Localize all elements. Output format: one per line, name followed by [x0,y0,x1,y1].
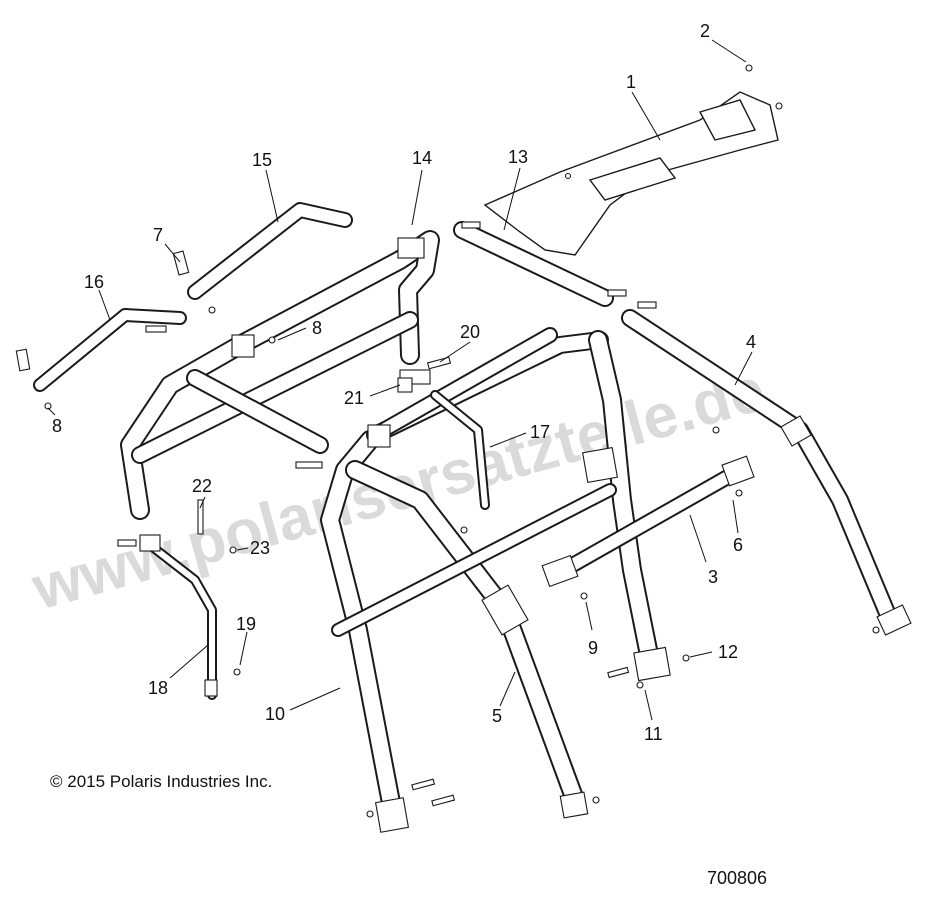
callout-23: 23 [250,538,270,558]
callout-2: 2 [700,21,710,41]
part-tubes [33,202,899,818]
callout-18: 18 [148,678,168,698]
callout-labels: 1 2 3 4 5 6 7 8 8 9 10 11 12 13 14 15 16… [52,21,756,744]
diagram-number: 700806 [707,868,768,888]
mounting-brackets [139,237,912,833]
callout-6: 6 [733,535,743,555]
callout-13: 13 [508,147,528,167]
callout-11: 11 [644,724,663,744]
callout-1: 1 [626,72,636,92]
center-hoop-upper-bar [372,327,558,440]
callout-19: 19 [236,614,256,634]
center-hoop-right-post [588,330,660,670]
part-3-cross-brace [547,462,748,583]
hardware-fasteners [15,64,880,818]
callout-20: 20 [460,322,480,342]
part-16-bar [33,308,187,392]
part-4-side-tube [621,309,899,629]
callout-4: 4 [746,332,756,352]
leader-lines [47,39,753,721]
callout-8-right: 8 [312,318,322,338]
part-14-rear-hoop [120,230,440,520]
callout-8-left: 8 [52,416,62,436]
callout-9: 9 [588,638,598,658]
part-13-upper-tube [453,221,614,307]
callout-10: 10 [265,704,285,724]
part-5-front-diagonal-tube [345,460,585,810]
callout-14: 14 [412,148,432,168]
callout-3: 3 [708,567,718,587]
callout-21: 21 [344,388,364,408]
rear-diagonal-support [186,369,329,454]
part-1-roof-panel [483,91,779,256]
part-17-rod [430,390,490,510]
callout-7: 7 [153,225,163,245]
part-18-support [145,540,217,700]
callout-12: 12 [718,642,738,662]
part-15-grab-bar [187,202,353,300]
callout-17: 17 [530,422,550,442]
rear-hoop-cross-tube [131,311,419,464]
lower-cross-rail [331,483,617,637]
callout-16: 16 [84,272,104,292]
callout-22: 22 [192,476,212,496]
copyright-text: © 2015 Polaris Industries Inc. [50,772,273,791]
callout-5: 5 [492,706,502,726]
part-10-front-left-tube [320,430,402,818]
callout-15: 15 [252,150,272,170]
